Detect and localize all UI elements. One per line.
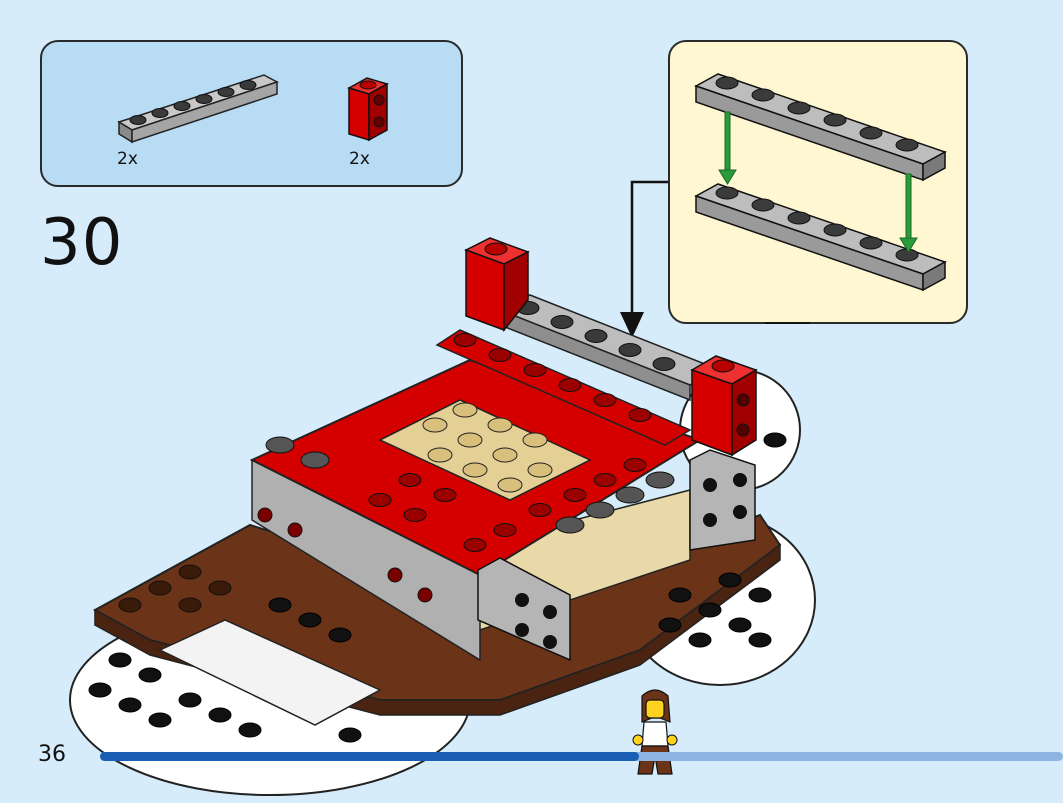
part-quantity: 2x (349, 149, 370, 169)
step-number: 30 (40, 206, 124, 280)
gray-plate-top (694, 73, 947, 182)
page-number: 36 (38, 742, 66, 767)
white-tile (158, 619, 382, 726)
parts-list-box: 2x 2x (40, 40, 463, 187)
progress-bar (100, 752, 1063, 761)
sub-assembly-callout (668, 40, 968, 324)
progress-bar-fill (100, 752, 640, 761)
gray-plate-1x8-icon (117, 74, 279, 144)
red-pillar-right (690, 355, 758, 457)
red-brick-1x1-studs-side-icon (347, 77, 389, 142)
minifigure-icon (632, 689, 678, 775)
gray-plate-bottom (694, 183, 947, 292)
part-quantity: 2x (117, 149, 138, 169)
green-down-arrow-icon (718, 111, 918, 253)
red-pillar-left (464, 237, 530, 333)
gray-side-stud-bricks (477, 449, 756, 662)
plate-stack-diagram (694, 73, 947, 292)
